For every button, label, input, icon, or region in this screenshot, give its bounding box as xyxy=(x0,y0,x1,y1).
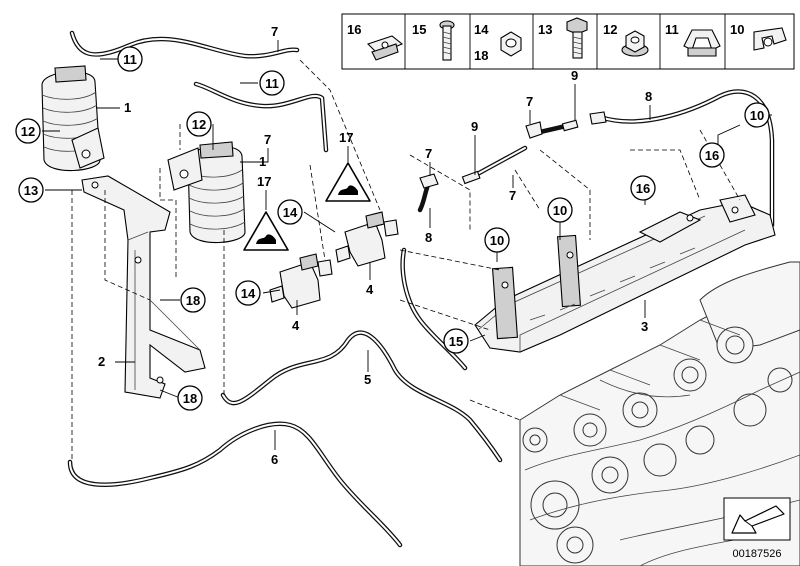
hex-nut-icon xyxy=(500,31,522,57)
svg-text:11: 11 xyxy=(265,76,279,91)
callout-7-mid: 7 xyxy=(264,132,271,147)
svg-text:16: 16 xyxy=(636,181,650,196)
circled-callout-10-far-right: 10 xyxy=(744,102,770,128)
callout-17-left: 17 xyxy=(257,174,271,189)
holder-clip-icon xyxy=(753,27,787,51)
warning-triangle-right-icon xyxy=(325,162,371,202)
circled-callout-10-left: 10 xyxy=(484,227,510,253)
circled-callout-10-mid: 10 xyxy=(547,197,573,223)
legend-label-11: 11 xyxy=(665,22,679,37)
svg-text:13: 13 xyxy=(24,183,38,198)
callout-7-top: 7 xyxy=(271,24,278,39)
legend-label-12: 12 xyxy=(603,22,617,37)
legend-label-14: 14 xyxy=(474,22,489,37)
callout-7-left: 7 xyxy=(425,146,432,161)
circled-callout-16-left: 16 xyxy=(630,175,656,201)
clip-nut-icon xyxy=(366,35,404,61)
legend-label-15: 15 xyxy=(412,22,426,37)
warning-triangle-left-icon xyxy=(243,211,289,251)
circled-callout-18-upper: 18 xyxy=(180,287,206,313)
screw-icon xyxy=(439,20,455,61)
circled-callout-16-right: 16 xyxy=(699,142,725,168)
intake-manifold-drawing xyxy=(519,261,800,566)
catalog-number: 00187526 xyxy=(733,548,782,560)
svg-text:16: 16 xyxy=(705,148,719,163)
circled-callout-12-right: 12 xyxy=(186,111,212,137)
callout-3: 3 xyxy=(641,319,648,334)
callout-8-left: 8 xyxy=(425,230,432,245)
callout-9-right: 9 xyxy=(571,68,578,83)
circled-callout-15: 15 xyxy=(443,328,469,354)
svg-text:11: 11 xyxy=(123,52,137,67)
callout-1-left: 1 xyxy=(124,100,131,115)
direction-indicator xyxy=(723,497,791,541)
legend-label-10: 10 xyxy=(730,22,744,37)
circled-callout-18-lower: 18 xyxy=(177,385,203,411)
arrow-down-left-icon xyxy=(731,505,785,534)
callout-8-right: 8 xyxy=(645,89,652,104)
svg-text:10: 10 xyxy=(490,233,504,248)
hose-clip-icon xyxy=(683,29,721,57)
svg-text:14: 14 xyxy=(241,286,256,301)
svg-text:12: 12 xyxy=(21,124,35,139)
circled-callout-14-upper: 14 xyxy=(277,199,303,225)
plain-callouts: 1 1 2 3 4 4 5 6 7 7 7 7 7 8 8 9 9 17 17 xyxy=(98,24,652,467)
svg-text:10: 10 xyxy=(553,203,567,218)
svg-text:14: 14 xyxy=(283,205,298,220)
circled-callouts: 11 11 12 12 13 14 14 15 xyxy=(15,46,770,411)
legend-strip: 16 15 14 18 13 12 xyxy=(341,13,795,70)
circled-callout-13: 13 xyxy=(18,177,44,203)
collar-nut-icon xyxy=(621,30,649,57)
circled-callout-14-lower: 14 xyxy=(235,280,261,306)
solenoid-valve-upper xyxy=(335,211,399,267)
callout-2: 2 xyxy=(98,354,105,369)
svg-text:18: 18 xyxy=(186,293,200,308)
callout-9-left: 9 xyxy=(471,119,478,134)
callout-6: 6 xyxy=(271,452,278,467)
callout-4-lower: 4 xyxy=(292,318,300,333)
callout-7-upper: 7 xyxy=(526,94,533,109)
callout-17-right: 17 xyxy=(339,130,353,145)
svg-text:12: 12 xyxy=(192,117,206,132)
callout-7-rail: 7 xyxy=(509,188,516,203)
circled-callout-11-right: 11 xyxy=(259,70,285,96)
svg-text:15: 15 xyxy=(449,334,463,349)
legend-label-16: 16 xyxy=(347,22,361,37)
leader-lines xyxy=(42,40,772,460)
callout-4-upper: 4 xyxy=(366,282,374,297)
svg-text:18: 18 xyxy=(183,391,197,406)
legend-label-18: 18 xyxy=(474,48,488,63)
pressure-converter-left xyxy=(41,65,105,172)
hose-fittings xyxy=(419,111,607,189)
legend-label-13: 13 xyxy=(538,22,552,37)
solenoid-valve-lower xyxy=(269,253,333,309)
callout-1-right: 1 xyxy=(259,154,266,169)
mounting-bracket xyxy=(81,175,206,399)
svg-text:10: 10 xyxy=(750,108,764,123)
callout-5: 5 xyxy=(364,372,371,387)
circled-callout-11-left: 11 xyxy=(117,46,143,72)
pressure-converter-right xyxy=(167,141,246,244)
vacuum-hoses xyxy=(67,30,775,548)
hex-bolt-icon xyxy=(566,17,588,59)
vacuum-rail xyxy=(474,194,776,353)
circled-callout-12-left: 12 xyxy=(15,118,41,144)
